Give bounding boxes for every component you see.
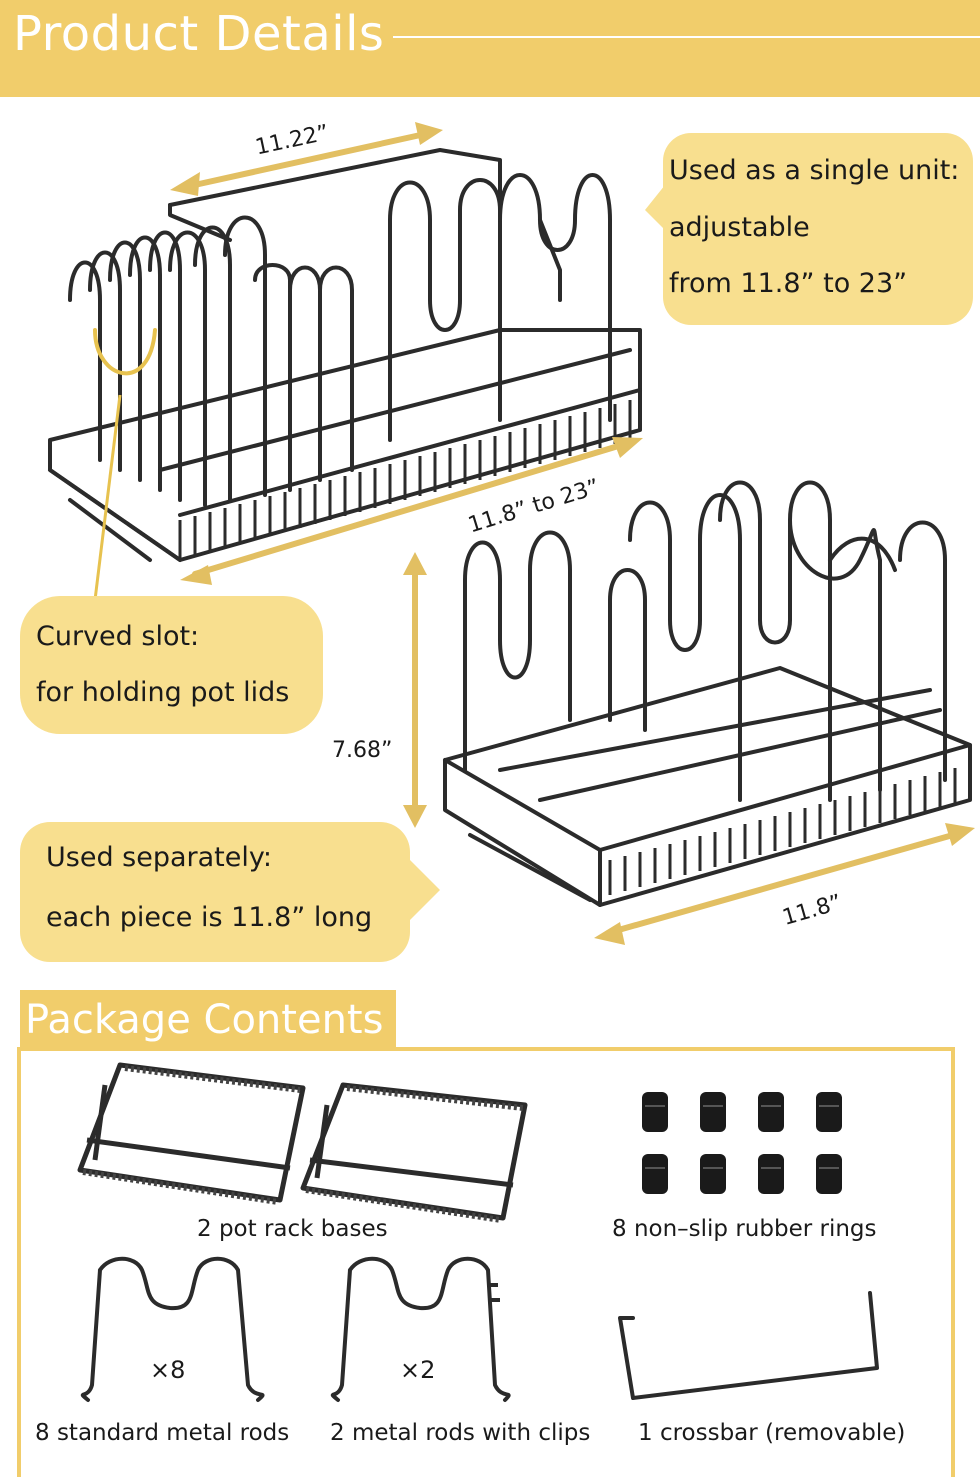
header-band	[0, 0, 980, 97]
package-contents-tab	[20, 990, 396, 1048]
expanded-rack-illustration	[48, 122, 975, 945]
package-contents-box	[17, 1047, 955, 1477]
dimension-height: 7.68”	[332, 738, 393, 763]
callout-curved-slot: Curved slot: for holding pot lids	[20, 596, 323, 734]
quantity-standard-rods: ×8	[150, 1356, 186, 1384]
callout-line: adjustable	[669, 212, 810, 243]
item-label-standard-rods: 8 standard metal rods	[35, 1420, 290, 1446]
callout-line: Used separately:	[46, 842, 272, 873]
quantity-clip-rods: ×2	[400, 1356, 436, 1384]
item-label-crossbar: 1 crossbar (removable)	[638, 1420, 906, 1446]
callout-single-unit: Used as a single unit: adjustable from 1…	[663, 133, 973, 325]
single-rack-illustration	[443, 480, 972, 907]
callout-separately: Used separately: each piece is 11.8” lon…	[20, 822, 410, 962]
header-divider	[393, 36, 980, 38]
callout-line: for holding pot lids	[36, 677, 290, 708]
rubber-ring-icon	[642, 1092, 842, 1194]
rack-base-icon	[77, 1062, 528, 1223]
callout-line: Curved slot:	[36, 621, 200, 652]
callout-line: Used as a single unit:	[669, 155, 960, 186]
item-label-rack-bases: 2 pot rack bases	[197, 1216, 388, 1242]
package-contents-title: Package Contents	[25, 997, 384, 1043]
crossbar-icon	[618, 1291, 879, 1400]
item-label-rubber-rings: 8 non–slip rubber rings	[612, 1216, 877, 1242]
page-title: Product Details	[13, 6, 385, 62]
metal-rod-icon	[80, 1256, 265, 1402]
callout-line: each piece is 11.8” long	[46, 902, 373, 933]
callout-line: from 11.8” to 23”	[669, 268, 908, 299]
item-label-clip-rods: 2 metal rods with clips	[330, 1420, 591, 1446]
metal-rod-clip-icon	[330, 1256, 511, 1402]
